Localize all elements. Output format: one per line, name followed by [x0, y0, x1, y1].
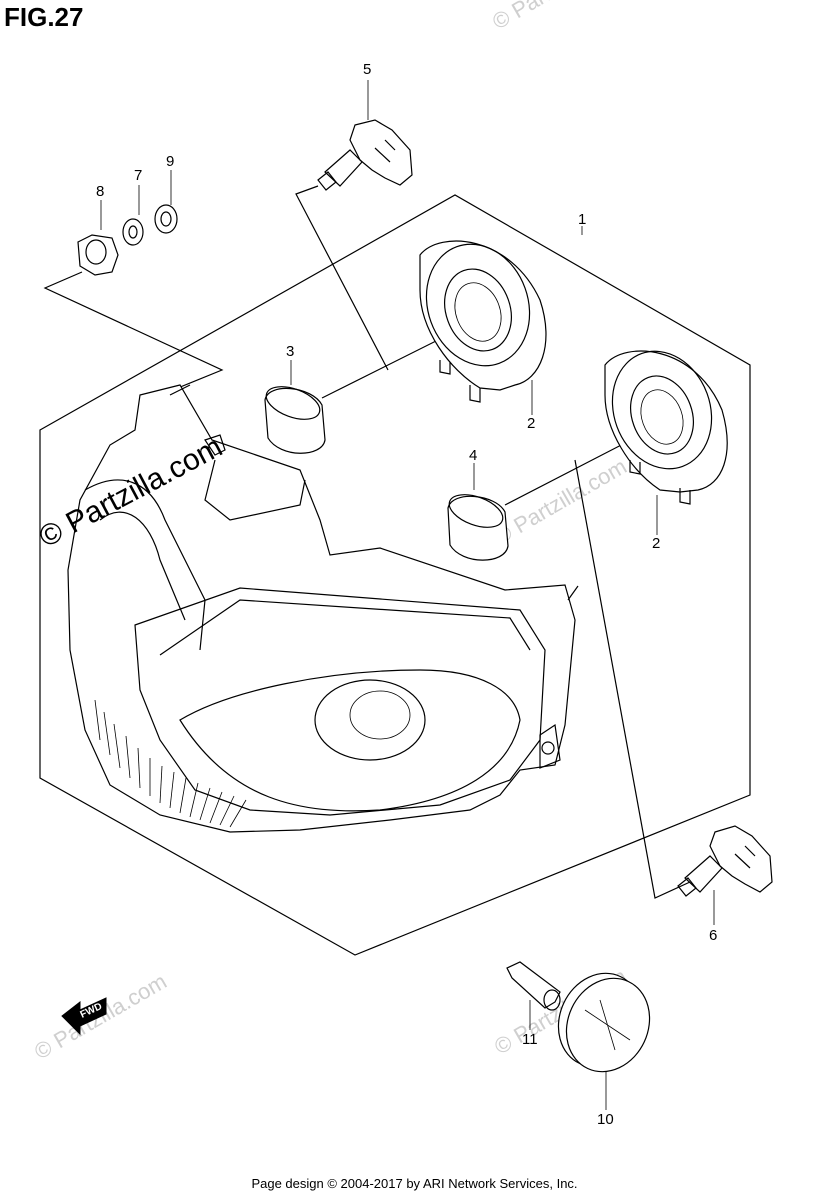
callout-1: 1	[578, 211, 586, 228]
cap-10	[557, 972, 651, 1073]
callout-4: 4	[469, 447, 477, 464]
callout-5: 5	[363, 61, 371, 78]
bulb-5-leader	[295, 185, 389, 371]
callout-8: 8	[96, 183, 104, 200]
grommet-8	[77, 234, 119, 276]
callout-9: 9	[166, 153, 174, 170]
assembly-outline	[39, 194, 751, 956]
callout-3: 3	[286, 343, 294, 360]
pin-11	[506, 961, 561, 1011]
dust-ring-4	[447, 494, 509, 561]
callout-2-lower: 2	[652, 535, 660, 552]
callout-6: 6	[709, 927, 717, 944]
callout-10: 10	[597, 1111, 614, 1128]
watermark-top-right: © Partzilla.com	[488, 0, 629, 34]
nut-9	[154, 204, 178, 234]
dust-ring-3	[264, 386, 326, 454]
bulb-5	[317, 119, 413, 191]
headlight-housing	[67, 384, 579, 833]
reflector-socket-2-lower	[604, 350, 728, 505]
callout-2-upper: 2	[527, 415, 535, 432]
reflector-socket-2-upper	[419, 240, 547, 403]
housing-lens-ribs	[94, 699, 247, 828]
callout-leaders	[100, 80, 715, 1110]
callout-7: 7	[134, 167, 142, 184]
washer-7	[122, 218, 144, 246]
callout-11: 11	[522, 1031, 538, 1048]
hardware-leader	[43, 271, 224, 393]
bulb-6-leader	[574, 459, 691, 899]
footer-copyright: Page design © 2004-2017 by ARI Network S…	[251, 1176, 578, 1191]
bulb-6	[677, 825, 773, 897]
figure-title: FIG.27	[4, 2, 84, 32]
